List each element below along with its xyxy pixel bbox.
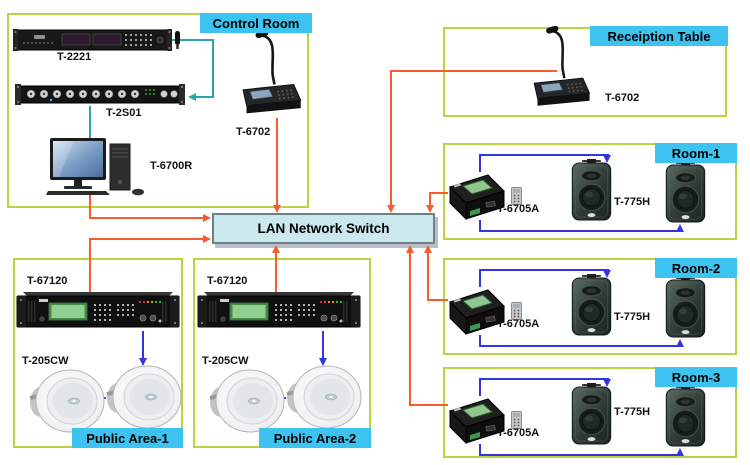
- t67120-amplifier-pa2: [197, 292, 361, 328]
- t775h-speaker2-room1: [665, 161, 706, 223]
- room1-title: Room-1: [655, 143, 737, 163]
- cable-pa2-switch-v: [275, 253, 277, 292]
- room3-speaker-cable: [479, 378, 481, 396]
- cable-room2-switch-h: [427, 299, 448, 301]
- cable-mixer-pc-v: [89, 106, 91, 139]
- control-room-title: Control Room: [200, 13, 312, 33]
- pa2-amp-speaker-cable: [322, 331, 324, 359]
- t6700r-label: T-6700R: [150, 160, 193, 172]
- room3-title: Room-3: [655, 367, 737, 387]
- remote-control-room2: [511, 302, 522, 320]
- reception-title: Receiption Table: [590, 26, 728, 46]
- room2-speaker-cable: [479, 269, 609, 271]
- t2s01-mixer-device: [15, 84, 185, 105]
- arrow-room2-switch: [424, 245, 432, 253]
- arrow-room1-switch: [426, 205, 434, 213]
- cable-reception-switch-h: [390, 70, 557, 72]
- cable-pc-switch-h: [89, 217, 203, 219]
- cable-pc-switch-v: [89, 194, 91, 218]
- room1-speaker-cable: [479, 230, 682, 232]
- remote-control-room1: [511, 187, 522, 205]
- room3-speaker-cable: [479, 378, 609, 380]
- cable-tuner-mixer-h2: [196, 96, 214, 98]
- cable-pa1-switch-v: [89, 239, 91, 293]
- t2221-label: T-2221: [57, 51, 92, 63]
- room1-speaker-cable: [479, 220, 481, 231]
- room2-speaker-cable: [479, 269, 481, 287]
- arrow-room3-switch: [406, 245, 414, 253]
- arrow-pa1-switch: [203, 235, 211, 243]
- room2-title: Room-2: [655, 258, 737, 278]
- t6705a-room1-label: T-6705A: [497, 203, 540, 215]
- cable-pa1-switch-h: [89, 238, 203, 240]
- t775h-speaker1-room1: [571, 159, 612, 221]
- arrow-pc-switch: [203, 214, 211, 222]
- t67120-pa1-label: T-67120: [27, 275, 68, 287]
- t775h-speaker2-room3: [665, 385, 706, 447]
- pa1-amp-speaker-cable: [142, 331, 144, 359]
- t6705a-room3-label: T-6705A: [497, 427, 540, 439]
- arrow-reception-switch: [387, 205, 395, 213]
- t67120-pa2-label: T-67120: [207, 275, 248, 287]
- lan-network-switch-label: LAN Network Switch: [257, 221, 390, 236]
- cable-room1-switch-h: [429, 192, 448, 194]
- t6705a-decoder-room2: [449, 289, 505, 336]
- t205cw-speaker1-pa2: [209, 369, 285, 433]
- public-area1-title: Public Area-1: [72, 428, 183, 448]
- room1-speaker2-arrow: [676, 224, 684, 232]
- t6702-mic-control-room: [242, 29, 302, 114]
- arrow-tuner-mixer: [188, 93, 196, 101]
- t6702-reception-label: T-6702: [605, 92, 640, 104]
- cable-tuner-mixer-v: [212, 39, 214, 98]
- t205cw-speaker1-pa1: [29, 369, 105, 433]
- room3-speaker2-arrow: [676, 448, 684, 456]
- cable-room1-switch-v: [429, 192, 431, 206]
- room2-speaker-cable: [479, 345, 682, 347]
- room1-speaker-cable: [479, 154, 481, 172]
- t775h-room1-label: T-775H: [614, 196, 651, 208]
- pa1-speaker-arrow: [139, 358, 147, 366]
- t6700r-pc-device: [46, 138, 144, 196]
- pa2-speaker-arrow: [319, 358, 327, 366]
- remote-control-room3: [511, 411, 522, 429]
- cable-room3-switch-h: [409, 404, 448, 406]
- room2-speaker1-arrow: [603, 270, 611, 278]
- room1-speaker-cable: [479, 154, 609, 156]
- t775h-speaker2-room2: [665, 276, 706, 338]
- t205cw-pa2-label: T-205CW: [202, 355, 249, 367]
- t6705a-decoder-room1: [449, 174, 505, 221]
- cable-reception-switch-v: [390, 70, 392, 207]
- room1-speaker1-arrow: [603, 155, 611, 163]
- cable-crmic-switch-v: [276, 118, 278, 207]
- arrow-pa2-switch: [272, 245, 280, 253]
- cable-tuner-mixer-h1: [170, 39, 214, 41]
- arrow-crmic-switch: [273, 205, 281, 213]
- room2-speaker2-arrow: [676, 339, 684, 347]
- t205cw-speaker2-pa2: [286, 365, 362, 429]
- t775h-speaker1-room2: [571, 274, 612, 336]
- lan-network-switch: LAN Network Switch: [212, 213, 435, 244]
- room2-speaker-cable: [479, 335, 481, 346]
- cable-room3-switch-v: [409, 253, 411, 405]
- t6702-mic-reception: [533, 26, 591, 106]
- wireless-mic-icon: [175, 31, 180, 49]
- t6705a-room2-label: T-6705A: [497, 318, 540, 330]
- t775h-speaker1-room3: [571, 383, 612, 445]
- t67120-amplifier-pa1: [16, 292, 180, 328]
- t775h-room2-label: T-775H: [614, 311, 651, 323]
- t2221-tuner-device: [13, 29, 180, 51]
- t205cw-speaker2-pa1: [106, 365, 182, 429]
- public-area2-title: Public Area-2: [259, 428, 371, 448]
- t6705a-decoder-room3: [449, 398, 505, 445]
- room3-speaker1-arrow: [603, 379, 611, 387]
- cable-room2-switch-v: [427, 253, 429, 300]
- room3-speaker-cable: [479, 454, 682, 456]
- t775h-room3-label: T-775H: [614, 406, 651, 418]
- t2s01-label: T-2S01: [106, 107, 142, 119]
- t205cw-pa1-label: T-205CW: [22, 355, 69, 367]
- room3-speaker-cable: [479, 444, 481, 455]
- t6702-control-room-label: T-6702: [236, 126, 271, 138]
